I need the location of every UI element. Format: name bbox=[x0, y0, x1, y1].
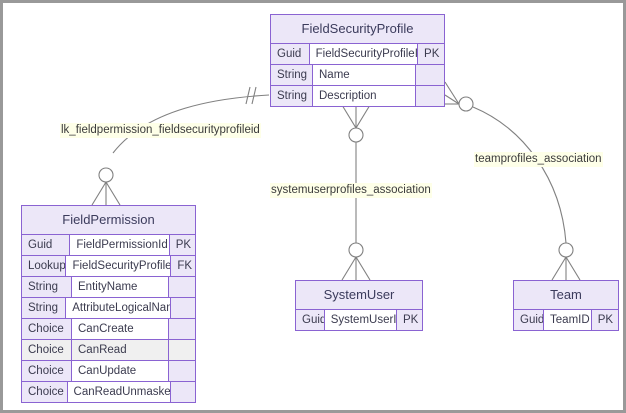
edge-circle-systemuserprofiles-top bbox=[348, 127, 364, 143]
attribute-name: Description bbox=[313, 86, 416, 106]
entity-title: Team bbox=[514, 281, 618, 310]
edge-foot-left-systemuserprofiles-bottom bbox=[341, 256, 357, 281]
attribute-type: Choice bbox=[22, 340, 72, 360]
attribute-name: FieldPermissionId bbox=[70, 235, 170, 255]
edge-circle-teamprofiles-top bbox=[458, 96, 474, 112]
edge-foot-right-teamprofiles-bottom bbox=[565, 256, 581, 281]
attribute-key bbox=[416, 65, 444, 85]
edge-foot-left-teamprofiles-bottom bbox=[551, 256, 567, 281]
attribute-type: Guid bbox=[514, 310, 545, 330]
relationship-label-lk-fieldpermission-fieldsecurityprofileid[interactable]: lk_fieldpermission_fieldsecurityprofilei… bbox=[60, 123, 261, 138]
attribute-name: SystemUserId bbox=[324, 310, 397, 330]
edge-circle-systemuserprofiles-bottom bbox=[348, 242, 364, 258]
attribute-key bbox=[169, 361, 195, 381]
attribute-name: CanReadUnmasked bbox=[67, 382, 171, 402]
attribute-type: Guid bbox=[296, 310, 325, 330]
entity-title: SystemUser bbox=[296, 281, 422, 310]
edge-line-teamprofiles bbox=[472, 106, 567, 244]
attribute-name: CanRead bbox=[72, 340, 169, 360]
attribute-key: PK bbox=[396, 310, 422, 330]
attribute-key: PK bbox=[591, 310, 618, 330]
attribute-key bbox=[169, 340, 195, 360]
edge-foot-left-lk-fieldpermission bbox=[91, 181, 107, 206]
attribute-name: AttributeLogicalName bbox=[66, 298, 172, 318]
edge-foot-left-systemuserprofiles-top bbox=[341, 104, 357, 129]
entity-title: FieldSecurityProfile bbox=[271, 15, 444, 44]
attribute-type: String bbox=[271, 86, 313, 106]
edge-circle-lk-fieldpermission bbox=[98, 167, 114, 183]
attribute-type: String bbox=[271, 65, 313, 85]
attribute-key bbox=[416, 86, 444, 106]
attribute-type: Guid bbox=[22, 235, 71, 255]
attribute-key bbox=[169, 319, 195, 339]
attribute-key: FK bbox=[171, 256, 195, 276]
edge-foot-stem-teamprofiles-top bbox=[444, 94, 460, 105]
edge-foot-right-systemuserprofiles-bottom bbox=[355, 256, 371, 281]
attribute-name: EntityName bbox=[72, 277, 169, 297]
attribute-name: FieldSecurityProfileId bbox=[66, 256, 172, 276]
attribute-type: Choice bbox=[22, 319, 72, 339]
relationship-label-systemuserprofiles-association[interactable]: systemuserprofiles_association bbox=[270, 183, 432, 198]
attribute-type: Guid bbox=[271, 44, 310, 64]
attribute-name: FieldSecurityProfileId bbox=[309, 44, 419, 64]
edge-circle-teamprofiles-bottom bbox=[558, 242, 574, 258]
edge-tick-a-lk-fieldpermission bbox=[245, 86, 251, 105]
attribute-key bbox=[171, 298, 195, 318]
attribute-type: Choice bbox=[22, 382, 68, 402]
attribute-key: PK bbox=[418, 44, 444, 64]
attribute-type: Choice bbox=[22, 361, 72, 381]
attribute-type: String bbox=[22, 277, 72, 297]
relationship-label-teamprofiles-association[interactable]: teamprofiles_association bbox=[474, 152, 603, 167]
entity-title: FieldPermission bbox=[22, 206, 195, 235]
attribute-name: CanCreate bbox=[72, 319, 169, 339]
attribute-name: TeamID bbox=[544, 310, 592, 330]
attribute-type: String bbox=[22, 298, 67, 318]
attribute-type: Lookup bbox=[22, 256, 67, 276]
attribute-key bbox=[169, 277, 195, 297]
edge-tick-b-lk-fieldpermission bbox=[251, 86, 257, 105]
edge-foot-left-teamprofiles-top bbox=[444, 81, 460, 105]
attribute-name: CanUpdate bbox=[72, 361, 169, 381]
edge-foot-right-lk-fieldpermission bbox=[105, 181, 121, 206]
attribute-key bbox=[170, 382, 195, 402]
edge-foot-right-systemuserprofiles-top bbox=[355, 104, 371, 129]
attribute-name: Name bbox=[313, 65, 416, 85]
attribute-key: PK bbox=[169, 235, 195, 255]
